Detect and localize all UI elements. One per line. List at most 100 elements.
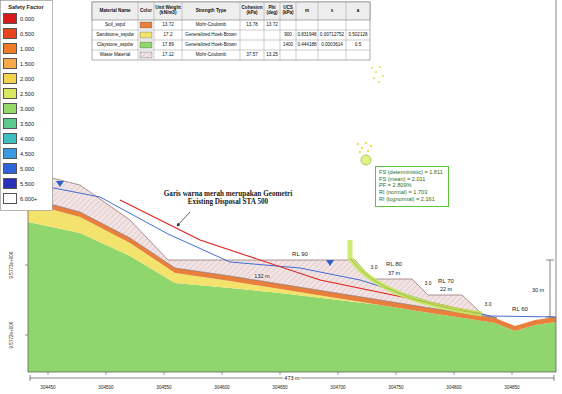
- result-value: FS (deterministic) = 1.811: [379, 169, 445, 176]
- table-cell: 13.72: [154, 20, 182, 30]
- dimension-line: [546, 260, 554, 261]
- legend-value: 1.500: [20, 60, 34, 66]
- table-header-cell: m: [296, 2, 318, 20]
- material-swatch: [140, 52, 152, 58]
- axis-tick-label: 304500: [98, 385, 113, 390]
- table-cell: 0.5: [346, 40, 370, 50]
- legend-swatch: [3, 118, 17, 129]
- table-cell: 17.89: [154, 40, 182, 50]
- legend-value: 6.000+: [20, 195, 37, 201]
- height-dimension: 30 m: [531, 287, 545, 293]
- axis-tick-label: 304600: [214, 385, 229, 390]
- axis-tick-label: 9.5773e+006: [9, 252, 14, 279]
- bench-width: 22 m: [440, 286, 452, 292]
- legend-swatch: [3, 193, 17, 204]
- table-cell: 37.57: [240, 50, 264, 60]
- waste-material: [28, 172, 497, 318]
- table-header-cell: Material Name: [92, 2, 138, 20]
- table-cell: Mohr-Coulomb: [182, 50, 240, 60]
- legend-value: 3.500: [20, 120, 34, 126]
- legend-value: 0.000: [20, 15, 34, 21]
- axis-tick-label: 304850: [504, 385, 519, 390]
- table-header-cell: Strength Type: [182, 2, 240, 20]
- slip-surface: [350, 240, 482, 314]
- axis-tick-label: 304800: [446, 385, 461, 390]
- dimension-line: [546, 317, 554, 318]
- table-cell: Generalized Hoek-Brown: [182, 40, 240, 50]
- table-cell: 17.12: [154, 50, 182, 60]
- slope-ratio: 3.0: [485, 302, 492, 308]
- dimension-line: [550, 260, 551, 317]
- table-cell: Mohr-Coulomb: [182, 20, 240, 30]
- legend-swatch: [3, 13, 17, 24]
- legend-swatch: [3, 58, 17, 69]
- table-header-cell: UCS (kPa): [280, 2, 296, 20]
- table-cell: 900: [280, 30, 296, 40]
- dimension-line: [554, 375, 555, 381]
- bench-level: RL 90: [292, 251, 308, 258]
- plot-frame: [28, 0, 556, 372]
- axis-tick-label: 304650: [272, 385, 287, 390]
- axis-tick-label: 304750: [388, 385, 403, 390]
- material-swatch: [140, 22, 152, 28]
- table-cell: Claystone_sspdw: [92, 40, 138, 50]
- table-header-cell: Cohesion (kPa): [240, 2, 264, 20]
- table-cell: 13.25: [264, 50, 280, 60]
- result-value: RI (normal) = 1.703: [379, 189, 445, 196]
- bench-level: RL 60: [512, 306, 528, 313]
- table-cell: Soil_sspd: [92, 20, 138, 30]
- result-value: RI (lognormal) = 2.161: [379, 196, 445, 203]
- result-value: FS (mean) = 2.011: [379, 176, 445, 183]
- table-cell: 17.2: [154, 30, 182, 40]
- slip-surface-line: [350, 258, 482, 314]
- critical-centre: [361, 155, 371, 165]
- result-value: PF = 2.809%: [379, 182, 445, 189]
- table-cell: 13.72: [264, 20, 280, 30]
- axis-tick-label: 304450: [40, 385, 55, 390]
- axis-tick-label: 304700: [330, 385, 345, 390]
- leader-line: [177, 212, 190, 226]
- table-header-cell: s: [318, 2, 346, 20]
- legend-swatch: [3, 163, 17, 174]
- table-cell: 0.831948: [296, 30, 318, 40]
- legend-value: 5.500: [20, 180, 34, 186]
- legend-value: 0.500: [20, 30, 34, 36]
- legend-swatch: [3, 28, 17, 39]
- legend-value: 4.000: [20, 135, 34, 141]
- water-table: [28, 183, 556, 317]
- legend-value: 2.500: [20, 90, 34, 96]
- table-header-cell: Unit Weight (kN/m3): [154, 2, 182, 20]
- table-cell: 13.78: [240, 20, 264, 30]
- axis-tick-label: 304550: [156, 385, 171, 390]
- bench-width: 132 m: [253, 273, 270, 279]
- legend-value: 1.000: [20, 45, 34, 51]
- table-grid: [92, 2, 370, 60]
- legend-swatch: [3, 103, 17, 114]
- table-cell: 0.502128: [346, 30, 370, 40]
- legend-value: 4.500: [20, 150, 34, 156]
- dimension-line: [30, 375, 31, 381]
- table-header: [92, 2, 370, 20]
- existing-geometry: [120, 200, 480, 313]
- water-marker: [56, 181, 64, 187]
- legend-panel: [1, 1, 53, 211]
- legend-swatch: [3, 148, 17, 159]
- legend-value: 5.000: [20, 165, 34, 171]
- results-box: FS (deterministic) = 1.811FS (mean) = 2.…: [375, 166, 449, 207]
- legend-value: 2.000: [20, 75, 34, 81]
- slope-ratio: 3.0: [425, 281, 432, 287]
- table-cell: Waste Material: [92, 50, 138, 60]
- legend-swatch: [3, 133, 17, 144]
- slope-ratio: 3.0: [371, 265, 378, 271]
- legend-swatch: [3, 88, 17, 99]
- table-cell: 0.0003614: [318, 40, 346, 50]
- material-swatch: [140, 32, 152, 38]
- bench-level: RL 80: [386, 261, 402, 268]
- table-cell: 0.444188: [296, 40, 318, 50]
- material-table: [92, 2, 370, 60]
- annotation-note: Garis warna merah merupakan Geometri Exi…: [161, 191, 296, 207]
- table-header-cell: a: [346, 2, 370, 20]
- bench-level: RL 70: [438, 278, 454, 285]
- length-dimension: 473 m: [283, 375, 300, 381]
- table-cell: Sandstone_sspdw: [92, 30, 138, 40]
